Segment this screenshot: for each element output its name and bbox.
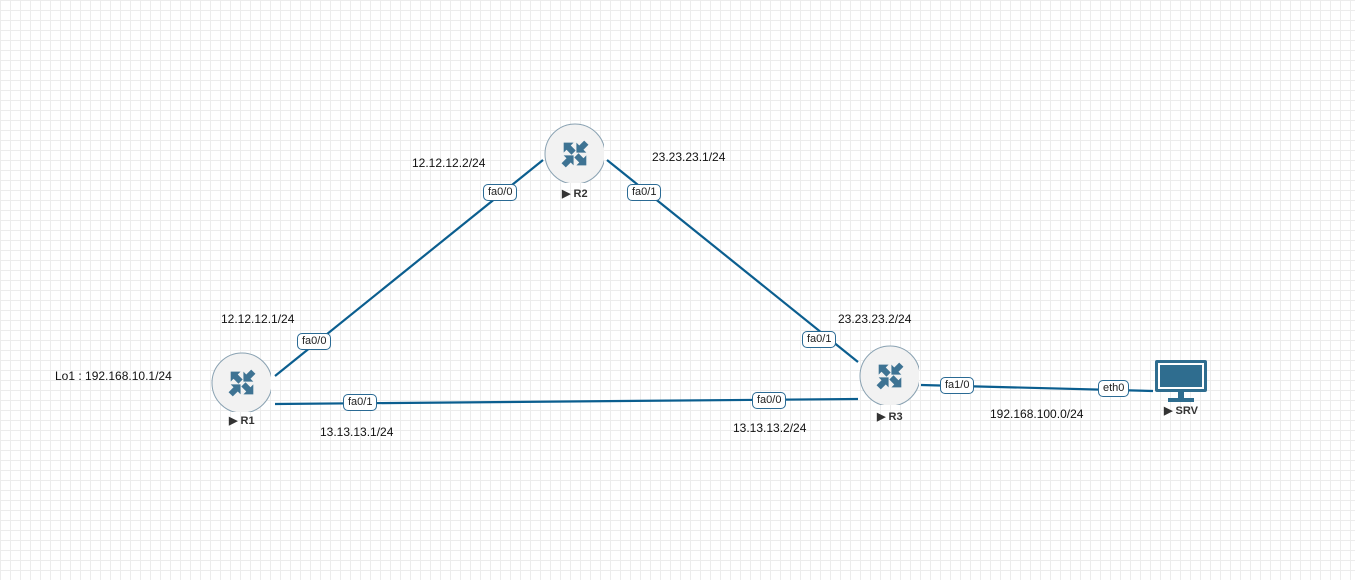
- node-label-r2: ▶ R2: [562, 187, 588, 200]
- node-label-r3: ▶ R3: [877, 410, 903, 423]
- play-icon: ▶: [229, 415, 238, 427]
- node-label-r1: ▶ R1: [229, 414, 255, 427]
- port-r1-fa0-1[interactable]: fa0/1: [343, 394, 378, 411]
- router-icon: [211, 352, 273, 414]
- ip-label-r2-fa0-0: 12.12.12.2/24: [412, 156, 486, 170]
- ip-label-r1-fa0-1: 13.13.13.1/24: [320, 425, 394, 439]
- monitor-icon: [1155, 360, 1207, 402]
- router-name: R1: [240, 415, 255, 427]
- port-r3-fa1-0[interactable]: fa1/0: [940, 377, 975, 394]
- ip-label-r3-fa0-1: 23.23.23.2/24: [838, 312, 912, 326]
- router-r1[interactable]: ▶ R1: [211, 352, 273, 432]
- ip-label-r2-fa0-1: 23.23.23.1/24: [652, 150, 726, 164]
- port-r3-fa0-1[interactable]: fa0/1: [802, 331, 837, 348]
- port-r3-fa0-0[interactable]: fa0/0: [752, 392, 787, 409]
- router-r2[interactable]: ▶ R2: [544, 123, 606, 203]
- port-srv-eth0[interactable]: eth0: [1098, 380, 1130, 397]
- ip-label-srv-network: 192.168.100.0/24: [990, 407, 1084, 421]
- play-icon: ▶: [877, 411, 886, 423]
- node-label-srv: ▶ SRV: [1164, 404, 1198, 417]
- ip-label-r1-lo1: Lo1 : 192.168.10.1/24: [55, 369, 172, 383]
- port-r2-fa0-1[interactable]: fa0/1: [627, 184, 662, 201]
- router-icon: [859, 345, 921, 407]
- play-icon: ▶: [562, 188, 571, 200]
- router-icon: [544, 123, 606, 185]
- ip-label-r1-fa0-0: 12.12.12.1/24: [221, 312, 295, 326]
- play-icon: ▶: [1164, 405, 1173, 417]
- server-srv[interactable]: ▶ SRV: [1153, 358, 1209, 422]
- router-r3[interactable]: ▶ R3: [859, 345, 921, 425]
- router-name: R2: [573, 188, 588, 200]
- ip-label-r3-fa0-0: 13.13.13.2/24: [733, 421, 807, 435]
- port-r1-fa0-0[interactable]: fa0/0: [297, 333, 332, 350]
- router-name: R3: [888, 411, 903, 423]
- server-name: SRV: [1175, 405, 1198, 417]
- port-r2-fa0-0[interactable]: fa0/0: [483, 184, 518, 201]
